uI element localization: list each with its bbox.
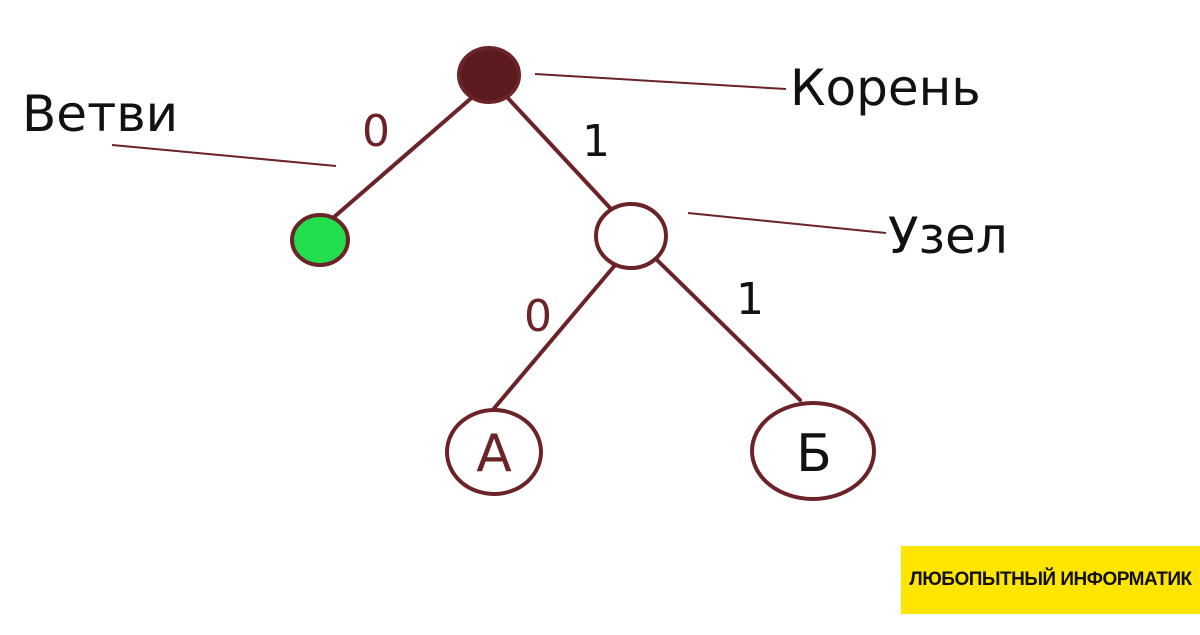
leaf-b-node (750, 401, 876, 501)
edge-node-to-leaf-b (653, 256, 802, 402)
node-pointer-line (687, 212, 887, 234)
edge-root-to-node (504, 94, 614, 212)
edge-label-node-right: 1 (736, 274, 764, 325)
edge-label-node-left: 0 (524, 291, 552, 342)
leaf-b-label: Б (796, 424, 832, 484)
callout-node: Узел (888, 207, 1008, 265)
brand-badge: ЛЮБОПЫТНЫЙ ИНФОРМАТИК (901, 546, 1200, 614)
callout-root: Корень (790, 59, 981, 117)
leaf-a-node (445, 408, 543, 496)
root-pointer-line (534, 73, 787, 90)
callout-branches: Ветви (22, 85, 178, 143)
edge-node-to-leaf-a (489, 262, 618, 414)
edge-root-to-green-leaf (324, 92, 478, 226)
root-node (457, 46, 521, 104)
inner-node (594, 202, 668, 270)
leaf-a-label: А (476, 424, 512, 484)
edge-label-root-left: 0 (362, 106, 390, 157)
green-leaf-node (290, 213, 350, 267)
edge-label-root-right: 1 (582, 116, 610, 167)
branches-pointer-line (111, 144, 337, 167)
